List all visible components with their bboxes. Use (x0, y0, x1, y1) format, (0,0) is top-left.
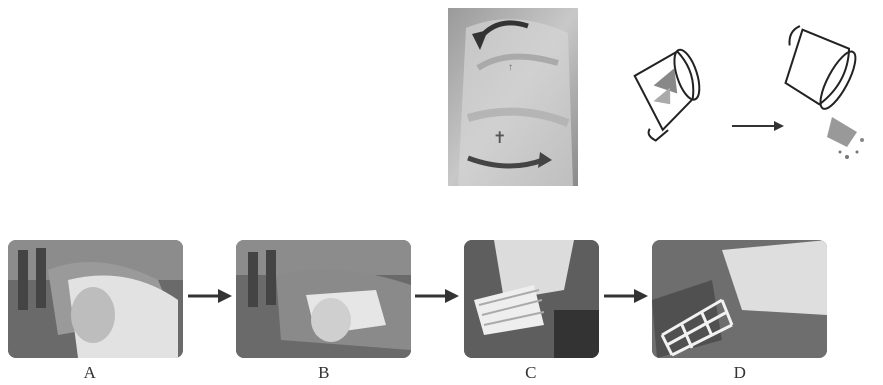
step-a-photo (8, 240, 183, 358)
filter-sleeve-photo: ↑ ✝ (448, 8, 578, 186)
step-label-a: A (70, 363, 110, 383)
arrow-a-to-b (188, 289, 232, 303)
step-label-c: C (511, 363, 551, 383)
filter-emptying-illustration (632, 22, 877, 167)
step-b-photo (236, 240, 411, 358)
step-label-b: B (304, 363, 344, 383)
step-label-d: D (720, 363, 760, 383)
svg-text:✝: ✝ (493, 130, 506, 147)
step-d-photo (652, 240, 827, 358)
svg-text:↑: ↑ (508, 62, 513, 73)
step-c-photo (464, 240, 599, 358)
arrow-b-to-c (415, 289, 459, 303)
arrow-c-to-d (604, 289, 648, 303)
